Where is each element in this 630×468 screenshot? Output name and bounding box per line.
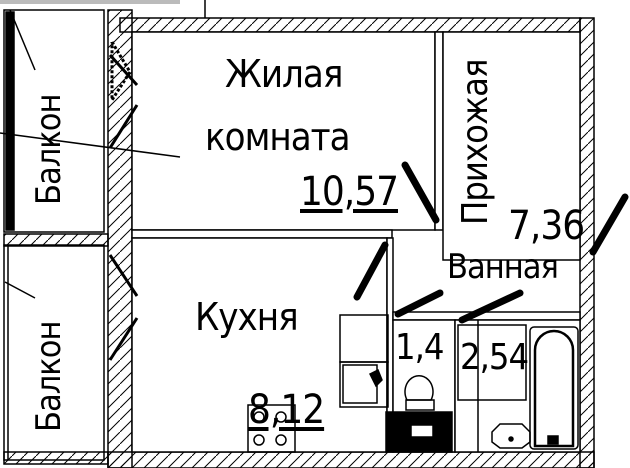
- hallway-label: Прихожая: [455, 59, 496, 225]
- living-room-outline: [131, 31, 436, 231]
- balcony-bottom: [3, 233, 109, 465]
- kitchen-outline: [131, 237, 388, 453]
- living-room-area: 10,57: [300, 169, 399, 215]
- balcony-bottom-label: Балкон: [29, 321, 69, 432]
- hallway-area: 7,36: [508, 203, 585, 249]
- stove: [247, 404, 296, 453]
- living-room-label-line2: комната: [205, 115, 351, 159]
- bathroom-label: Ванная: [447, 247, 559, 287]
- kitchen-area: 8,12: [248, 387, 325, 433]
- balcony-top-label: Балкон: [29, 94, 69, 205]
- bathroom-area: 2,54: [460, 337, 529, 378]
- balcony-top: [3, 9, 105, 233]
- toilet-area: 1,4: [395, 327, 444, 368]
- living-room-label-line1: Жилая: [225, 52, 343, 96]
- bathtub: [529, 326, 579, 450]
- hallway-outline: [442, 31, 581, 261]
- kitchen-label: Кухня: [195, 295, 299, 339]
- bathroom-outline: [454, 319, 581, 453]
